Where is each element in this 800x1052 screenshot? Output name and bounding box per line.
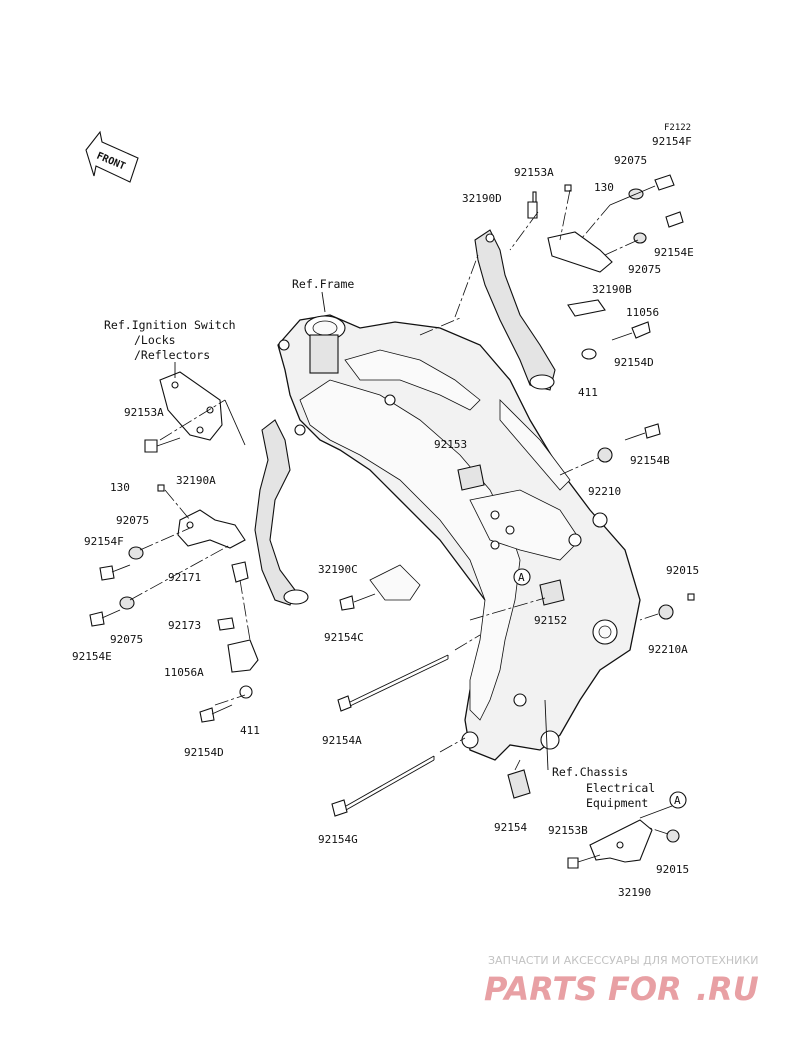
watermark-brand-for: FOR bbox=[608, 970, 682, 1008]
part-label: 92153A bbox=[124, 406, 164, 419]
ref-ignition-line3: /Reflectors bbox=[134, 348, 210, 362]
chassis-bracket bbox=[567, 805, 680, 869]
ref-chassis-line2: Electrical bbox=[586, 781, 655, 795]
ref-ignition-line1: Ref.Ignition Switch bbox=[104, 318, 236, 332]
watermark-brand-ru: .RU bbox=[696, 970, 759, 1008]
part-label: 92153B bbox=[548, 824, 588, 837]
part-label: 92152 bbox=[534, 614, 567, 627]
callout-a-frame: A bbox=[513, 568, 531, 586]
part-label: 11056A bbox=[164, 666, 204, 679]
part-label: 130 bbox=[594, 181, 614, 194]
part-label: 92154A bbox=[322, 734, 362, 747]
part-label: 11056 bbox=[626, 306, 659, 319]
main-frame bbox=[277, 314, 641, 761]
front-arrow-icon: FRONT bbox=[85, 130, 139, 183]
part-label: 92154F bbox=[652, 135, 692, 148]
part-label: 92015 bbox=[666, 564, 699, 577]
part-label: 92154D bbox=[184, 746, 224, 759]
left-parts bbox=[89, 371, 376, 723]
part-label: 411 bbox=[240, 724, 260, 737]
watermark-subtitle: ЗАПЧАСТИ И АКСЕССУАРЫ ДЛЯ МОТОТЕХНИКИ bbox=[488, 954, 758, 967]
part-label: 92075 bbox=[110, 633, 143, 646]
part-label: 32190A bbox=[176, 474, 216, 487]
part-label: 32190C bbox=[318, 563, 358, 576]
part-label: 92154B bbox=[630, 454, 670, 467]
part-label: 92154E bbox=[72, 650, 112, 663]
part-label: 92075 bbox=[628, 263, 661, 276]
part-label: 92015 bbox=[656, 863, 689, 876]
watermark-brand-parts: PARTS bbox=[484, 970, 597, 1008]
part-label: 92154C bbox=[324, 631, 364, 644]
part-label: 92154 bbox=[494, 821, 527, 834]
long-bolts bbox=[331, 579, 695, 817]
part-label: 92210A bbox=[648, 643, 688, 656]
part-label: 130 bbox=[110, 481, 130, 494]
part-label: 92173 bbox=[168, 619, 201, 632]
watermark-logo: ЗАПЧАСТИ И АКСЕССУАРЫ ДЛЯ МОТОТЕХНИКИ PA… bbox=[484, 954, 759, 1008]
part-label: 92154G bbox=[318, 833, 358, 846]
callout-a-chassis: A bbox=[669, 791, 687, 809]
part-labels: 92154F 92075 92153A 130 32190D 92154E 92… bbox=[72, 135, 699, 899]
part-label: 92154F bbox=[84, 535, 124, 548]
callout-a-chassis-label: A bbox=[674, 794, 681, 807]
part-label: 92210 bbox=[588, 485, 621, 498]
part-label: 92154E bbox=[654, 246, 694, 259]
ref-ignition-line2: /Locks bbox=[134, 333, 176, 347]
ref-chassis-line3: Equipment bbox=[586, 796, 648, 810]
part-label: 92153A bbox=[514, 166, 554, 179]
diagram-code: F2122 bbox=[664, 123, 691, 133]
part-label: 32190 bbox=[618, 886, 651, 899]
upper-right-parts bbox=[419, 174, 684, 491]
part-label: 92075 bbox=[614, 154, 647, 167]
callout-a-frame-label: A bbox=[518, 571, 525, 584]
part-label: 92171 bbox=[168, 571, 201, 584]
part-label: 92075 bbox=[116, 514, 149, 527]
part-label: 32190B bbox=[592, 283, 632, 296]
ref-frame-label: Ref.Frame bbox=[292, 277, 354, 291]
ref-chassis-line1: Ref.Chassis bbox=[552, 765, 628, 779]
part-label: 92153 bbox=[434, 438, 467, 451]
part-label: 411 bbox=[578, 386, 598, 399]
part-label: 32190D bbox=[462, 192, 502, 205]
part-label: 92154D bbox=[614, 356, 654, 369]
